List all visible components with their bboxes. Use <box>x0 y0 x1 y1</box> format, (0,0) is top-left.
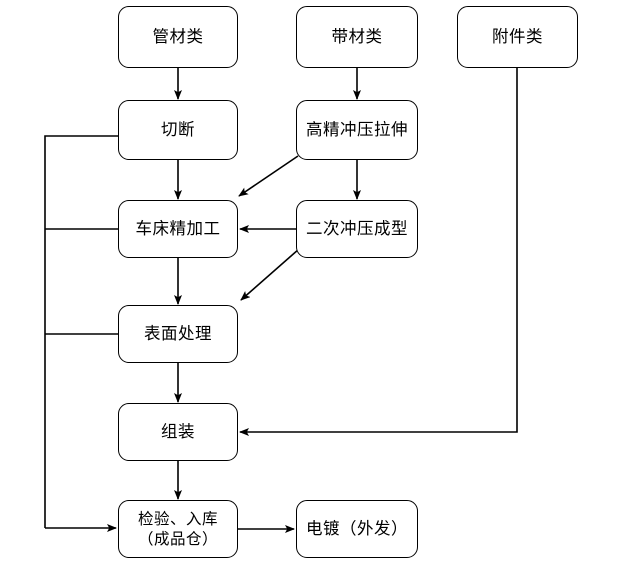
node-zuzhuang[interactable]: 组装 <box>118 403 238 461</box>
rail-branch-qieduan <box>44 135 118 528</box>
node-gaojing[interactable]: 高精冲压拉伸 <box>296 100 418 160</box>
node-erci[interactable]: 二次冲压成型 <box>296 200 418 258</box>
node-daicai[interactable]: 带材类 <box>296 6 418 68</box>
node-biaomian[interactable]: 表面处理 <box>118 305 238 363</box>
node-jianyan[interactable]: 检验、入库 （成品仓） <box>118 500 238 558</box>
edge-gaojing-to-chechuang <box>238 155 299 197</box>
edge-fujian-to-zuzhuang <box>239 68 518 436</box>
node-chechuang[interactable]: 车床精加工 <box>118 200 238 258</box>
node-diandu[interactable]: 电镀（外发） <box>296 500 418 558</box>
node-qieduan[interactable]: 切断 <box>118 100 238 160</box>
edge-erci-to-biaomian <box>240 248 300 301</box>
node-fujian[interactable]: 附件类 <box>457 6 578 68</box>
node-guancai[interactable]: 管材类 <box>118 6 238 68</box>
